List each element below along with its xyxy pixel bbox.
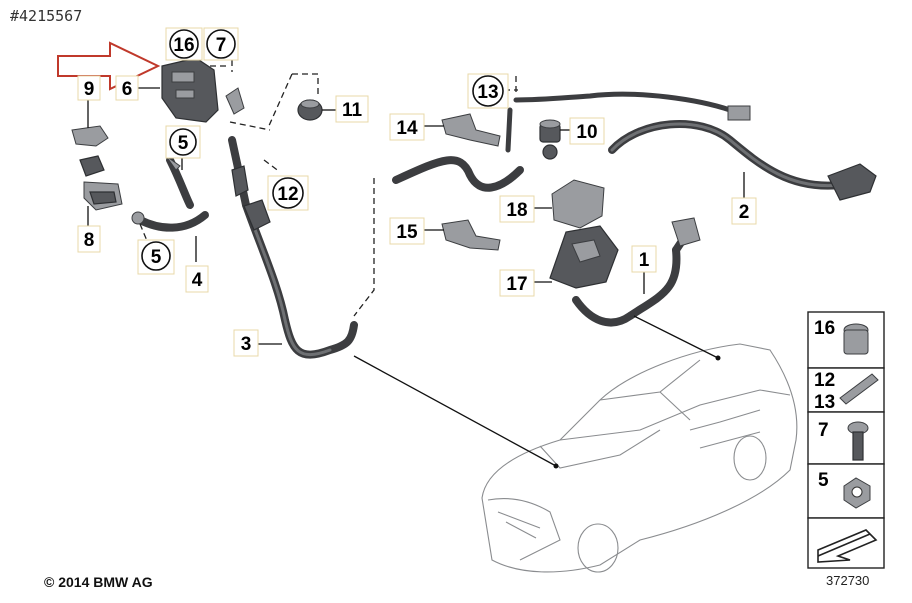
- svg-text:5: 5: [818, 470, 829, 491]
- callout-10: 10: [569, 117, 605, 145]
- callout-16-circled: 16: [165, 27, 203, 61]
- svg-text:6: 6: [122, 79, 133, 100]
- kit-panel: 16 12 13 7 5: [807, 311, 885, 569]
- svg-text:1: 1: [639, 250, 650, 271]
- svg-text:2: 2: [739, 202, 750, 223]
- kit-item-13: 13: [814, 373, 879, 413]
- callout-18: 18: [499, 195, 535, 223]
- part-1-connector: [671, 217, 701, 247]
- callout-12-circled: 12: [267, 175, 309, 211]
- cable-3-main: [228, 136, 524, 359]
- callout-1: 1: [631, 245, 657, 273]
- svg-text:15: 15: [396, 222, 418, 243]
- callout-5-circled: 5: [165, 125, 201, 159]
- copyright: © 2014 BMW AG: [44, 574, 153, 590]
- svg-text:7: 7: [216, 35, 227, 56]
- svg-text:12: 12: [277, 184, 298, 205]
- cable-4: [136, 156, 209, 232]
- kit-item-12: 12: [814, 370, 835, 391]
- svg-text:14: 14: [396, 118, 418, 139]
- callout-13-circled: 13: [467, 73, 509, 109]
- reference-number: #4215567: [10, 7, 82, 25]
- kit-item-5: 5: [818, 470, 871, 509]
- dashed-link: [353, 178, 375, 317]
- svg-text:5: 5: [151, 247, 162, 268]
- part-18-module: [551, 179, 605, 229]
- cable-13-line: [505, 91, 733, 153]
- svg-text:5: 5: [178, 133, 189, 154]
- dashed-link: [263, 159, 281, 173]
- callout-17: 17: [499, 269, 535, 297]
- leader-lines: [87, 87, 745, 469]
- dashed-link: [229, 73, 293, 131]
- svg-text:18: 18: [506, 200, 527, 221]
- cable-2: [608, 120, 844, 190]
- part-5-eyelet: [131, 155, 181, 225]
- callout-7-circled: 7: [203, 27, 239, 61]
- callout-15: 15: [389, 217, 425, 245]
- callout-8: 8: [77, 225, 101, 253]
- part-12-clip: [225, 87, 271, 231]
- svg-text:3: 3: [241, 334, 252, 355]
- part-8-bracket: [83, 181, 123, 211]
- part-11-grommet: [297, 99, 323, 121]
- direction-arrow-icon: [817, 529, 878, 563]
- highlight-arrow: [57, 41, 161, 91]
- part-10-nut: [539, 119, 561, 160]
- part-6-fuse-box: [161, 57, 219, 123]
- callout-9: 9: [77, 75, 101, 101]
- svg-text:12: 12: [814, 370, 835, 391]
- svg-text:16: 16: [173, 35, 194, 56]
- callout-14: 14: [389, 113, 425, 141]
- callout-6: 6: [115, 75, 139, 101]
- callout-4: 4: [185, 265, 209, 293]
- svg-text:13: 13: [814, 392, 835, 413]
- svg-text:17: 17: [506, 274, 527, 295]
- callout-11: 11: [335, 95, 369, 123]
- svg-text:7: 7: [818, 420, 829, 441]
- svg-text:9: 9: [84, 79, 95, 100]
- kit-item-16: 16: [814, 318, 869, 355]
- part-9-terminal: [71, 125, 109, 177]
- part-15-bracket: [441, 219, 501, 251]
- callout-5-circled: 5: [137, 239, 175, 275]
- svg-text:11: 11: [342, 100, 363, 121]
- vehicle-outline: [481, 343, 798, 573]
- part-17-sensor: [549, 225, 619, 289]
- callout-2: 2: [731, 197, 757, 225]
- svg-text:8: 8: [84, 230, 95, 251]
- dashed-link: [210, 60, 319, 96]
- part-2-connector: [727, 105, 877, 201]
- svg-text:4: 4: [192, 270, 203, 291]
- svg-text:10: 10: [576, 122, 597, 143]
- svg-text:16: 16: [814, 318, 835, 339]
- callout-3: 3: [233, 329, 259, 357]
- kit-item-7: 7: [818, 420, 869, 461]
- svg-text:13: 13: [477, 82, 498, 103]
- diagram-number: 372730: [826, 573, 869, 588]
- part-14-bracket: [441, 113, 501, 147]
